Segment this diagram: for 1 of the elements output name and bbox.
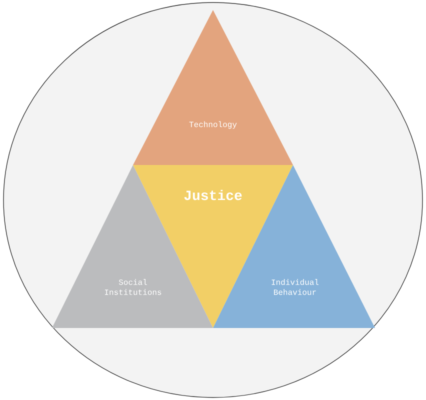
triangle: Technology [133, 10, 293, 165]
